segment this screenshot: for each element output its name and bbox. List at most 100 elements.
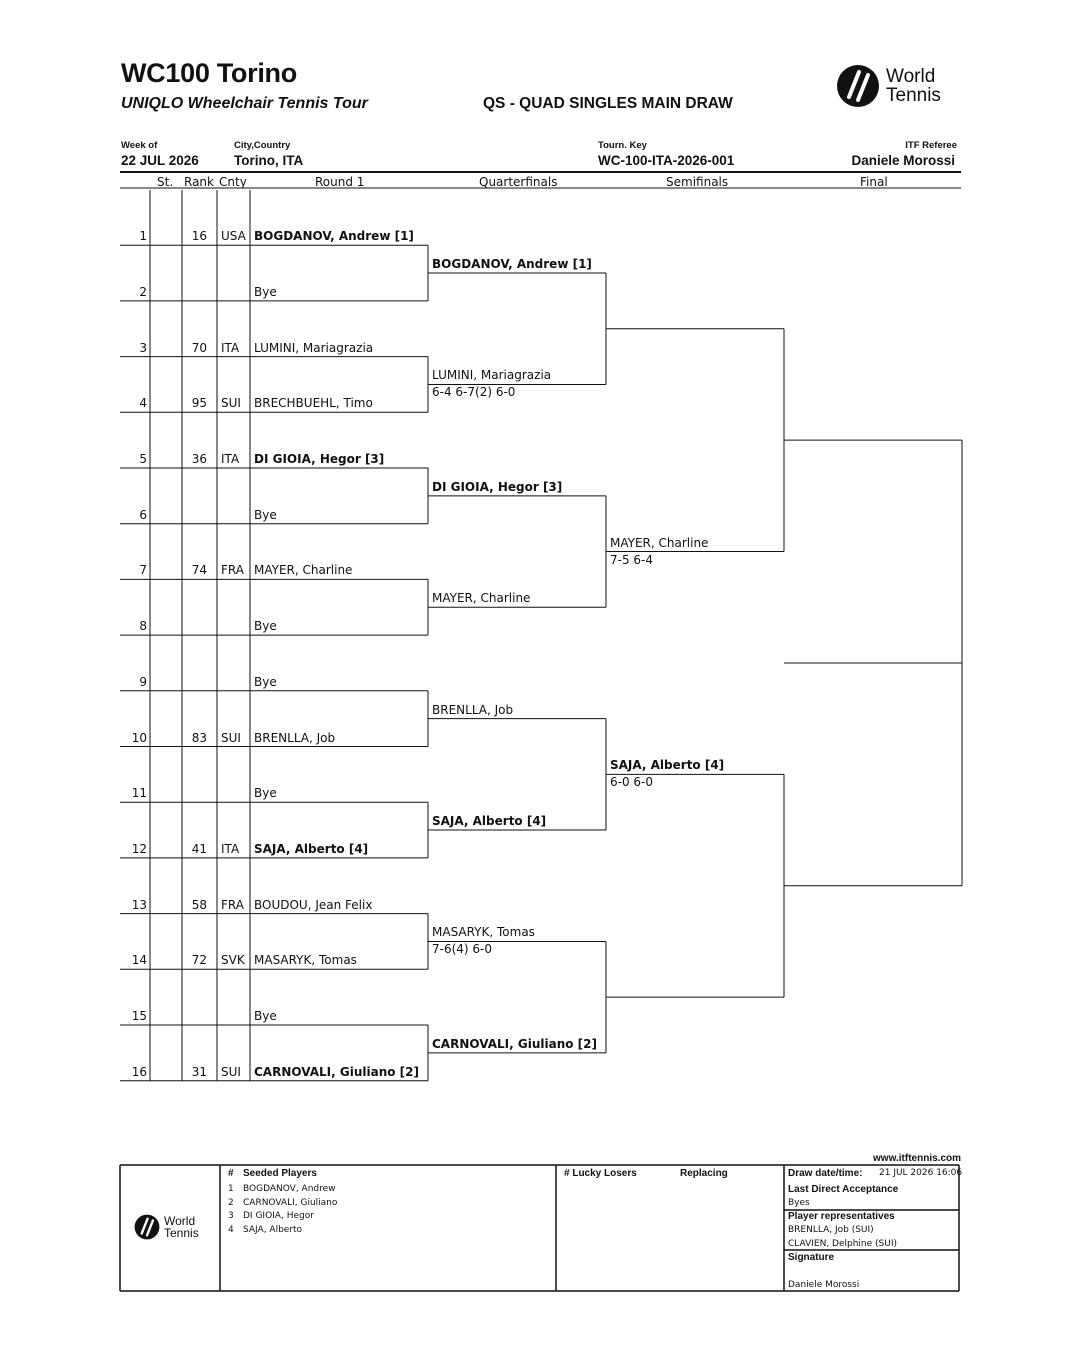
player-rank: 31 xyxy=(191,1064,207,1079)
world-tennis-logo: World Tennis xyxy=(836,64,941,108)
round1-player-name[interactable]: Bye xyxy=(254,1009,277,1023)
quarterfinal-player-name[interactable]: SAJA, Alberto [4] xyxy=(432,814,547,829)
round1-player-name[interactable]: Bye xyxy=(254,619,277,634)
draw-position: 5 xyxy=(139,452,147,466)
player-rank: 72 xyxy=(191,953,207,968)
signature-value: Daniele Morossi xyxy=(788,1280,860,1290)
logo-line-2: Tennis xyxy=(886,85,941,106)
tour-subtitle: UNIQLO Wheelchair Tennis Tour xyxy=(121,95,368,112)
round1-player-name[interactable]: Bye xyxy=(254,674,277,689)
player-rank: 70 xyxy=(191,340,207,355)
draw-position: 2 xyxy=(139,284,147,299)
quarterfinal-player-name[interactable]: LUMINI, Mariagrazia xyxy=(432,368,552,383)
player-country: SVK xyxy=(221,953,245,968)
draw-position: 6 xyxy=(139,507,147,522)
col-header-rank: Rank xyxy=(184,175,214,189)
player-country: FRA xyxy=(221,563,244,578)
round1-player-name[interactable]: Bye xyxy=(254,284,277,299)
round1-player-name[interactable]: BRENLLA, Job xyxy=(254,730,336,745)
tourn-key-label: Tourn. Key xyxy=(598,140,647,151)
city-value: Torino, ITA xyxy=(234,153,304,168)
col-header-sf: Semifinals xyxy=(666,175,729,189)
player-country: FRA xyxy=(221,897,244,912)
player-rep-2: CLAVIEN, Delphine (SUI) xyxy=(788,1239,898,1249)
player-rep-1: BRENLLA, Job (SUI) xyxy=(788,1225,874,1235)
draw-position: 15 xyxy=(131,1009,147,1023)
quarterfinal-score: 6-4 6-7(2) 6-0 xyxy=(432,385,516,400)
round1-player-name[interactable]: BOUDOU, Jean Felix xyxy=(254,897,373,912)
quarterfinal-player-name[interactable]: BRENLLA, Job xyxy=(432,702,514,717)
round1-player-name[interactable]: DI GIOIA, Hegor [3] xyxy=(254,452,385,466)
quarterfinal-player-name[interactable]: MAYER, Charline xyxy=(432,591,531,606)
semifinal-score: 7-5 6-4 xyxy=(610,552,654,567)
lucky-losers-title: # Lucky Losers xyxy=(564,1168,637,1179)
footer-logo-line-2: Tennis xyxy=(164,1226,199,1240)
draw-title: QS - QUAD SINGLES MAIN DRAW xyxy=(483,95,733,112)
player-country: ITA xyxy=(221,340,240,355)
draw-position: 7 xyxy=(139,563,147,578)
seed-number: 2 xyxy=(228,1197,234,1208)
player-rank: 83 xyxy=(191,730,207,745)
draw-position: 16 xyxy=(131,1064,147,1079)
seed-number: 4 xyxy=(228,1224,234,1235)
referee-value: Daniele Morossi xyxy=(851,153,955,168)
round1-player-name[interactable]: BRECHBUEHL, Timo xyxy=(254,396,373,411)
website-link[interactable]: www.itftennis.com xyxy=(873,1153,961,1164)
seeded-players-title: Seeded Players xyxy=(243,1168,317,1179)
col-header-st: St. xyxy=(157,175,174,189)
quarterfinal-player-name[interactable]: BOGDANOV, Andrew [1] xyxy=(432,257,592,272)
tournament-title: WC100 Torino xyxy=(121,58,297,88)
round1-player-name[interactable]: BOGDANOV, Andrew [1] xyxy=(254,229,414,244)
round1-player-name[interactable]: SAJA, Alberto [4] xyxy=(254,841,369,856)
round1-player-name[interactable]: Bye xyxy=(254,507,277,522)
draw-position: 9 xyxy=(139,674,147,689)
referee-label: ITF Referee xyxy=(905,140,957,151)
player-country: SUI xyxy=(221,1064,241,1079)
semifinal-player-name[interactable]: SAJA, Alberto [4] xyxy=(610,758,725,773)
player-country: USA xyxy=(221,229,246,244)
col-header-round1: Round 1 xyxy=(315,175,365,189)
last-direct-acceptance-value: Byes xyxy=(788,1198,810,1208)
col-header-final: Final xyxy=(860,175,888,189)
draw-position: 1 xyxy=(139,229,147,244)
round1-player-name[interactable]: Bye xyxy=(254,786,277,801)
draw-position: 10 xyxy=(131,730,147,745)
draw-position: 8 xyxy=(139,619,147,634)
seeded-player-name: DI GIOIA, Hegor xyxy=(243,1211,314,1221)
seed-number: 1 xyxy=(228,1184,234,1194)
last-direct-acceptance-label: Last Direct Acceptance xyxy=(788,1184,899,1195)
city-label: City,Country xyxy=(234,140,291,151)
player-rank: 16 xyxy=(191,229,207,244)
quarterfinal-player-name[interactable]: MASARYK, Tomas xyxy=(432,925,535,940)
player-country: SUI xyxy=(221,396,241,411)
quarterfinal-score: 7-6(4) 6-0 xyxy=(432,942,493,957)
draw-position: 11 xyxy=(131,786,147,801)
footer-logo-line-1: World xyxy=(164,1214,196,1228)
round1-player-name[interactable]: MAYER, Charline xyxy=(254,563,353,578)
player-rank: 41 xyxy=(191,841,207,856)
footer-logo: World Tennis xyxy=(134,1214,199,1240)
player-country: ITA xyxy=(221,841,240,856)
semifinal-player-name[interactable]: MAYER, Charline xyxy=(610,535,709,550)
week-label: Week of xyxy=(121,140,158,151)
round1-player-name[interactable]: MASARYK, Tomas xyxy=(254,953,357,968)
round1-player-name[interactable]: CARNOVALI, Giuliano [2] xyxy=(254,1064,419,1079)
seed-number: 3 xyxy=(228,1211,234,1221)
quarterfinal-player-name[interactable]: CARNOVALI, Giuliano [2] xyxy=(432,1036,597,1051)
col-header-cnty: Cnty xyxy=(219,175,247,189)
player-country: SUI xyxy=(221,730,241,745)
player-country: ITA xyxy=(221,452,240,466)
round1-player-name[interactable]: LUMINI, Mariagrazia xyxy=(254,340,374,355)
quarterfinal-player-name[interactable]: DI GIOIA, Hegor [3] xyxy=(432,479,563,494)
seeded-player-name: SAJA, Alberto xyxy=(243,1224,303,1235)
draw-date-value: 21 JUL 2026 16:06 xyxy=(879,1168,963,1178)
player-rank: 95 xyxy=(191,396,207,411)
seeded-player-name: BOGDANOV, Andrew xyxy=(243,1184,336,1194)
draw-position: 12 xyxy=(131,841,147,856)
draw-date-label: Draw date/time: xyxy=(788,1168,863,1179)
world-tennis-logo-icon xyxy=(837,65,879,107)
draw-position: 3 xyxy=(139,340,147,355)
col-header-qf: Quarterfinals xyxy=(479,175,558,189)
semifinal-score: 6-0 6-0 xyxy=(610,775,654,790)
